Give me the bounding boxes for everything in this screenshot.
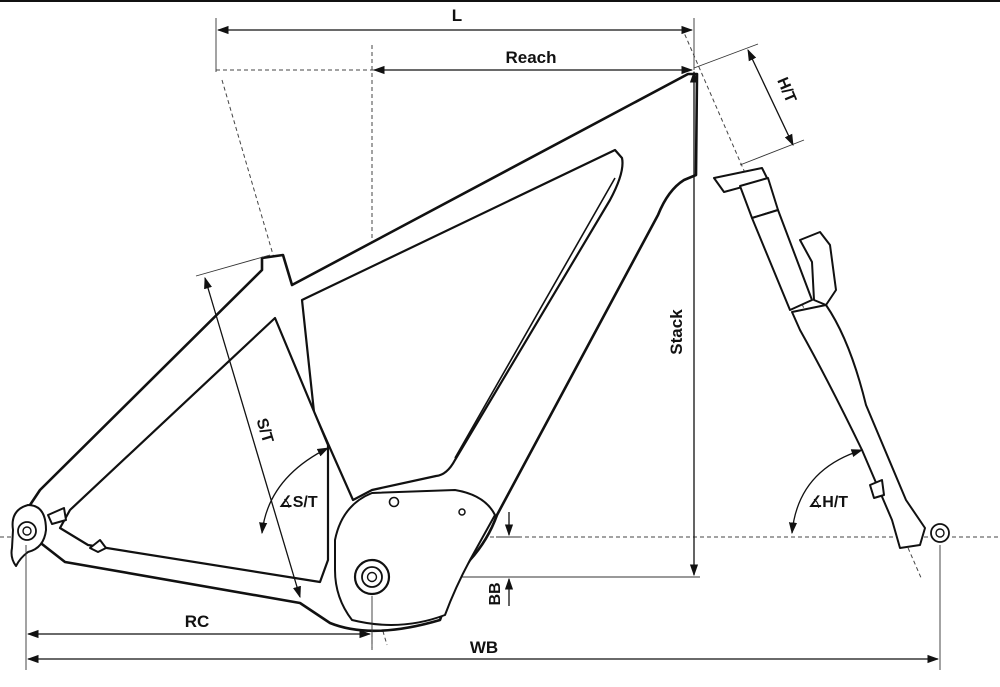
front-axle-core <box>935 528 945 538</box>
label-head-tube-length: H/T <box>773 75 799 106</box>
fork-stanchion <box>751 209 813 311</box>
disc-mount-tab <box>89 539 107 553</box>
ht-angle-arc <box>788 449 864 535</box>
motor-bolt-upper <box>388 496 400 508</box>
rear-axle-core <box>22 526 32 536</box>
ht-dimension-line <box>747 48 794 147</box>
label-head-tube-angle: ∡H/T <box>808 494 848 511</box>
top-border <box>0 0 1000 2</box>
st-dimension-line <box>204 276 301 599</box>
label-stack: Stack <box>667 309 686 355</box>
downtube-battery-line <box>454 177 616 459</box>
st-ext-top <box>195 254 271 277</box>
label-wheelbase: WB <box>470 638 498 657</box>
bike-frame <box>10 72 699 633</box>
motor-bolt-right <box>458 508 466 516</box>
ht-ext-bottom <box>739 139 805 166</box>
label-seat-tube-angle: ∡S/T <box>278 494 317 511</box>
fork-lower-leg <box>791 304 926 549</box>
dimension-lines <box>25 18 941 670</box>
suspension-fork <box>713 167 950 549</box>
front-triangle-cutout <box>300 148 624 502</box>
seatstay-bridge <box>47 507 67 525</box>
dimension-labels: L Reach Stack H/T S/T ∡S/T ∡H/T BB RC WB <box>185 4 848 658</box>
steering-axis-line <box>681 27 923 581</box>
bottom-bracket-core <box>366 571 378 583</box>
fork-crown-arch <box>799 231 837 306</box>
label-chainstay-length: RC <box>185 612 210 631</box>
st-angle-arc <box>259 447 330 535</box>
fork-brake-tab <box>869 479 885 499</box>
label-bottom-bracket-drop: BB <box>487 582 504 605</box>
label-L: L <box>452 6 462 25</box>
motor-housing <box>334 489 496 626</box>
ht-ext-top <box>693 43 759 69</box>
label-reach: Reach <box>505 48 556 67</box>
label-seat-tube-length: S/T <box>253 416 277 445</box>
